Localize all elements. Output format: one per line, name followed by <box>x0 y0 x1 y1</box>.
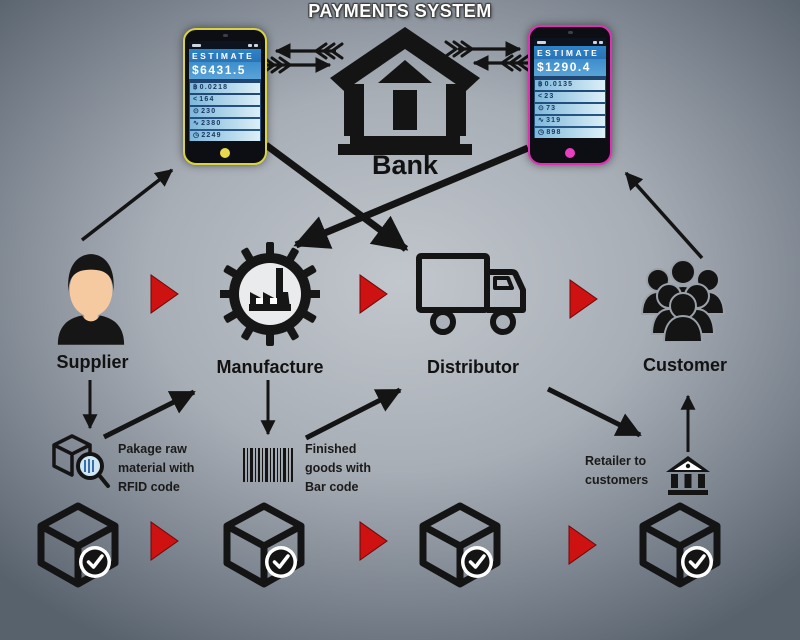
row-value: 2249 <box>201 132 222 139</box>
estimate-header: ESTIMATE <box>534 46 606 59</box>
flow-arrow-icon <box>568 525 597 565</box>
label-supplier: Supplier <box>56 352 129 372</box>
estimate-header: ESTIMATE <box>189 49 261 62</box>
row-value: 319 <box>546 117 562 124</box>
coin-icon: ⊙ <box>193 108 201 115</box>
row-value: 2380 <box>201 120 222 127</box>
annotation-rfid: Pakage raw material with RFID code <box>118 442 195 494</box>
label-customer: Customer <box>642 355 727 375</box>
row-value: 73 <box>546 105 557 112</box>
row-value: 898 <box>546 129 562 136</box>
verified-package-cube-icon <box>37 502 119 588</box>
estimate-row: ∿319 <box>535 116 605 126</box>
wave-icon: ∿ <box>538 117 546 124</box>
estimate-amount: $1290.4 <box>534 59 606 76</box>
flow-arrow-icon <box>150 274 179 314</box>
customer-group-icon <box>640 259 726 342</box>
arrow-rfid-to-manufacture <box>102 389 196 440</box>
arrow-customer-to-right-phone <box>624 171 704 260</box>
signal-icon <box>248 43 252 47</box>
flow-arrow-icon <box>569 279 598 319</box>
estimate-amount: $6431.5 <box>189 62 261 79</box>
estimate-row: ◷898 <box>535 128 605 138</box>
status-bar <box>534 38 606 46</box>
page-title: PAYMENTS SYSTEM <box>308 1 492 21</box>
coin-icon: ⊙ <box>538 105 546 112</box>
barcode-icon <box>243 448 293 482</box>
status-bar <box>189 41 261 49</box>
estimate-row: <164 <box>190 95 260 105</box>
arrow-distributor-to-retailer <box>546 386 642 438</box>
share-icon: < <box>193 96 199 103</box>
estimate-rows: ฿0.0218 <164 ⊙230 ∿2380 ◷2249 <box>189 83 261 141</box>
supplier-phone: ESTIMATE $6431.5 ฿0.0218 <164 ⊙230 ∿2380… <box>183 28 267 165</box>
estimate-row: ฿0.0218 <box>190 83 260 93</box>
bitcoin-icon: ฿ <box>538 81 544 88</box>
verified-package-cube-icon <box>223 502 305 588</box>
customer-phone: ESTIMATE $1290.4 ฿0.0135 <23 ⊙73 ∿319 ◷8… <box>528 25 612 165</box>
bitcoin-icon: ฿ <box>193 84 199 91</box>
status-time <box>537 40 546 44</box>
verified-package-cube-icon <box>639 502 721 588</box>
signal-icon <box>593 40 597 44</box>
verified-package-cube-icon <box>419 502 501 588</box>
status-time <box>192 43 201 47</box>
arrow-left-phone-to-bank <box>262 56 332 74</box>
camera-dot-icon <box>568 31 573 34</box>
estimate-row: ฿0.0135 <box>535 80 605 90</box>
phone-screen: ESTIMATE $1290.4 ฿0.0135 <23 ⊙73 ∿319 ◷8… <box>534 38 606 138</box>
row-value: 23 <box>544 93 555 100</box>
phone-screen: ESTIMATE $6431.5 ฿0.0218 <164 ⊙230 ∿2380… <box>189 41 261 141</box>
bank-label: Bank <box>371 150 439 180</box>
battery-icon <box>254 43 258 47</box>
estimate-row: ⊙230 <box>190 107 260 117</box>
estimate-row: ∿2380 <box>190 119 260 129</box>
flow-arrow-icon <box>359 521 388 561</box>
camera-dot-icon <box>223 34 228 37</box>
clock-icon: ◷ <box>538 129 546 136</box>
home-button <box>220 148 230 158</box>
rfid-package-icon <box>52 434 110 488</box>
estimate-rows: ฿0.0135 <23 ⊙73 ∿319 ◷898 <box>534 80 606 138</box>
arrow-right-phone-to-bank <box>472 54 532 72</box>
delivery-truck-icon <box>416 253 526 335</box>
factory-gear-icon <box>220 242 320 346</box>
home-button <box>565 148 575 158</box>
flow-arrow-icon <box>150 521 179 561</box>
wave-icon: ∿ <box>193 120 201 127</box>
annotation-barcode: Finished goods with Bar code <box>305 442 371 494</box>
row-value: 164 <box>199 96 215 103</box>
label-distributor: Distributor <box>427 357 519 377</box>
annotation-retailer: Retailer to customers <box>585 454 649 487</box>
arrow-barcode-to-distributor <box>304 387 402 441</box>
supplier-person-icon <box>57 254 125 345</box>
flow-arrow-icon <box>359 274 388 314</box>
label-manufacture: Manufacture <box>216 357 324 377</box>
estimate-row: ◷2249 <box>190 131 260 141</box>
estimate-row: ⊙73 <box>535 104 605 114</box>
retail-store-icon <box>666 456 710 495</box>
share-icon: < <box>538 93 544 100</box>
arrow-supplier-to-left-phone <box>80 168 174 242</box>
row-value: 230 <box>201 108 217 115</box>
battery-icon <box>599 40 603 44</box>
estimate-row: <23 <box>535 92 605 102</box>
clock-icon: ◷ <box>193 132 201 139</box>
bank-building-icon <box>330 27 480 155</box>
row-value: 0.0218 <box>199 84 229 91</box>
row-value: 0.0135 <box>544 81 574 88</box>
